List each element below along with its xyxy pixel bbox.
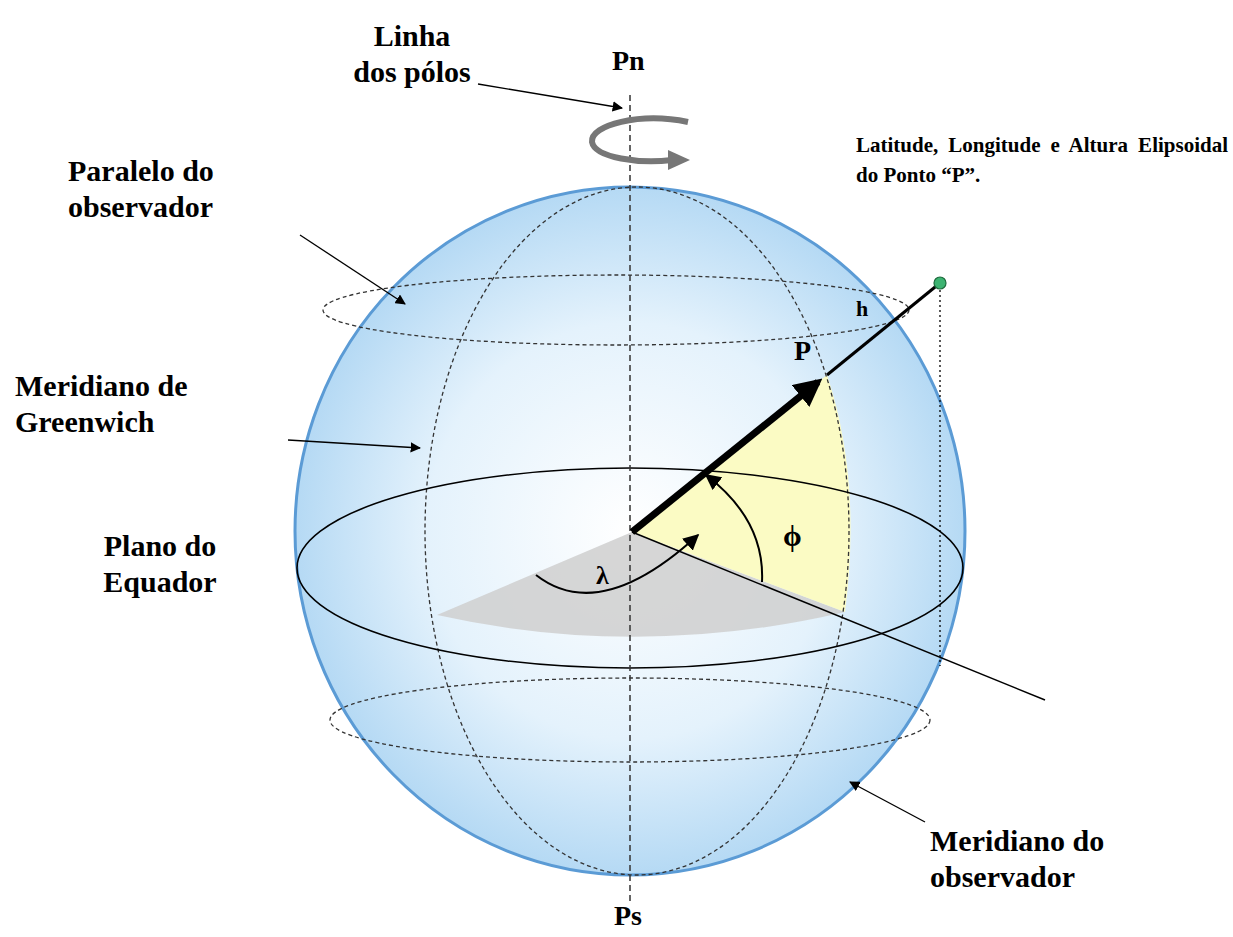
equator-direction-line [632,532,1045,700]
projection-line [939,290,940,666]
point-marker [934,277,946,289]
longitude-arc [536,535,698,593]
observer-parallel [323,275,909,345]
parallel-label: Paralelo do observador [68,153,268,225]
normal-line [827,283,940,375]
polar-axis [629,95,631,905]
leader-line [850,782,925,822]
height-label: h [856,296,868,322]
equator-label: Plano do Equador [80,528,240,600]
meridian-label: Meridiano de Greenwich [15,368,285,440]
longitude-symbol: λ [596,560,609,591]
point-description: Latitude, Longitude e Altura Elipsoidal … [856,130,1228,191]
greenwich-meridian [425,187,849,875]
leader-line [288,440,420,448]
position-vector [632,382,818,532]
meridian-label: Meridiano do observador [930,823,1145,895]
rotation-arrowhead [668,150,690,170]
latitude-arc [706,475,762,582]
latitude-symbol: ϕ [783,518,802,554]
pole-label: Ps [614,899,642,933]
leader-line [300,235,405,304]
leader-line [478,84,622,108]
point-label: P [794,334,811,368]
axis-label: Linha dos pólos [350,18,474,90]
pole-label: Pn [612,44,645,78]
